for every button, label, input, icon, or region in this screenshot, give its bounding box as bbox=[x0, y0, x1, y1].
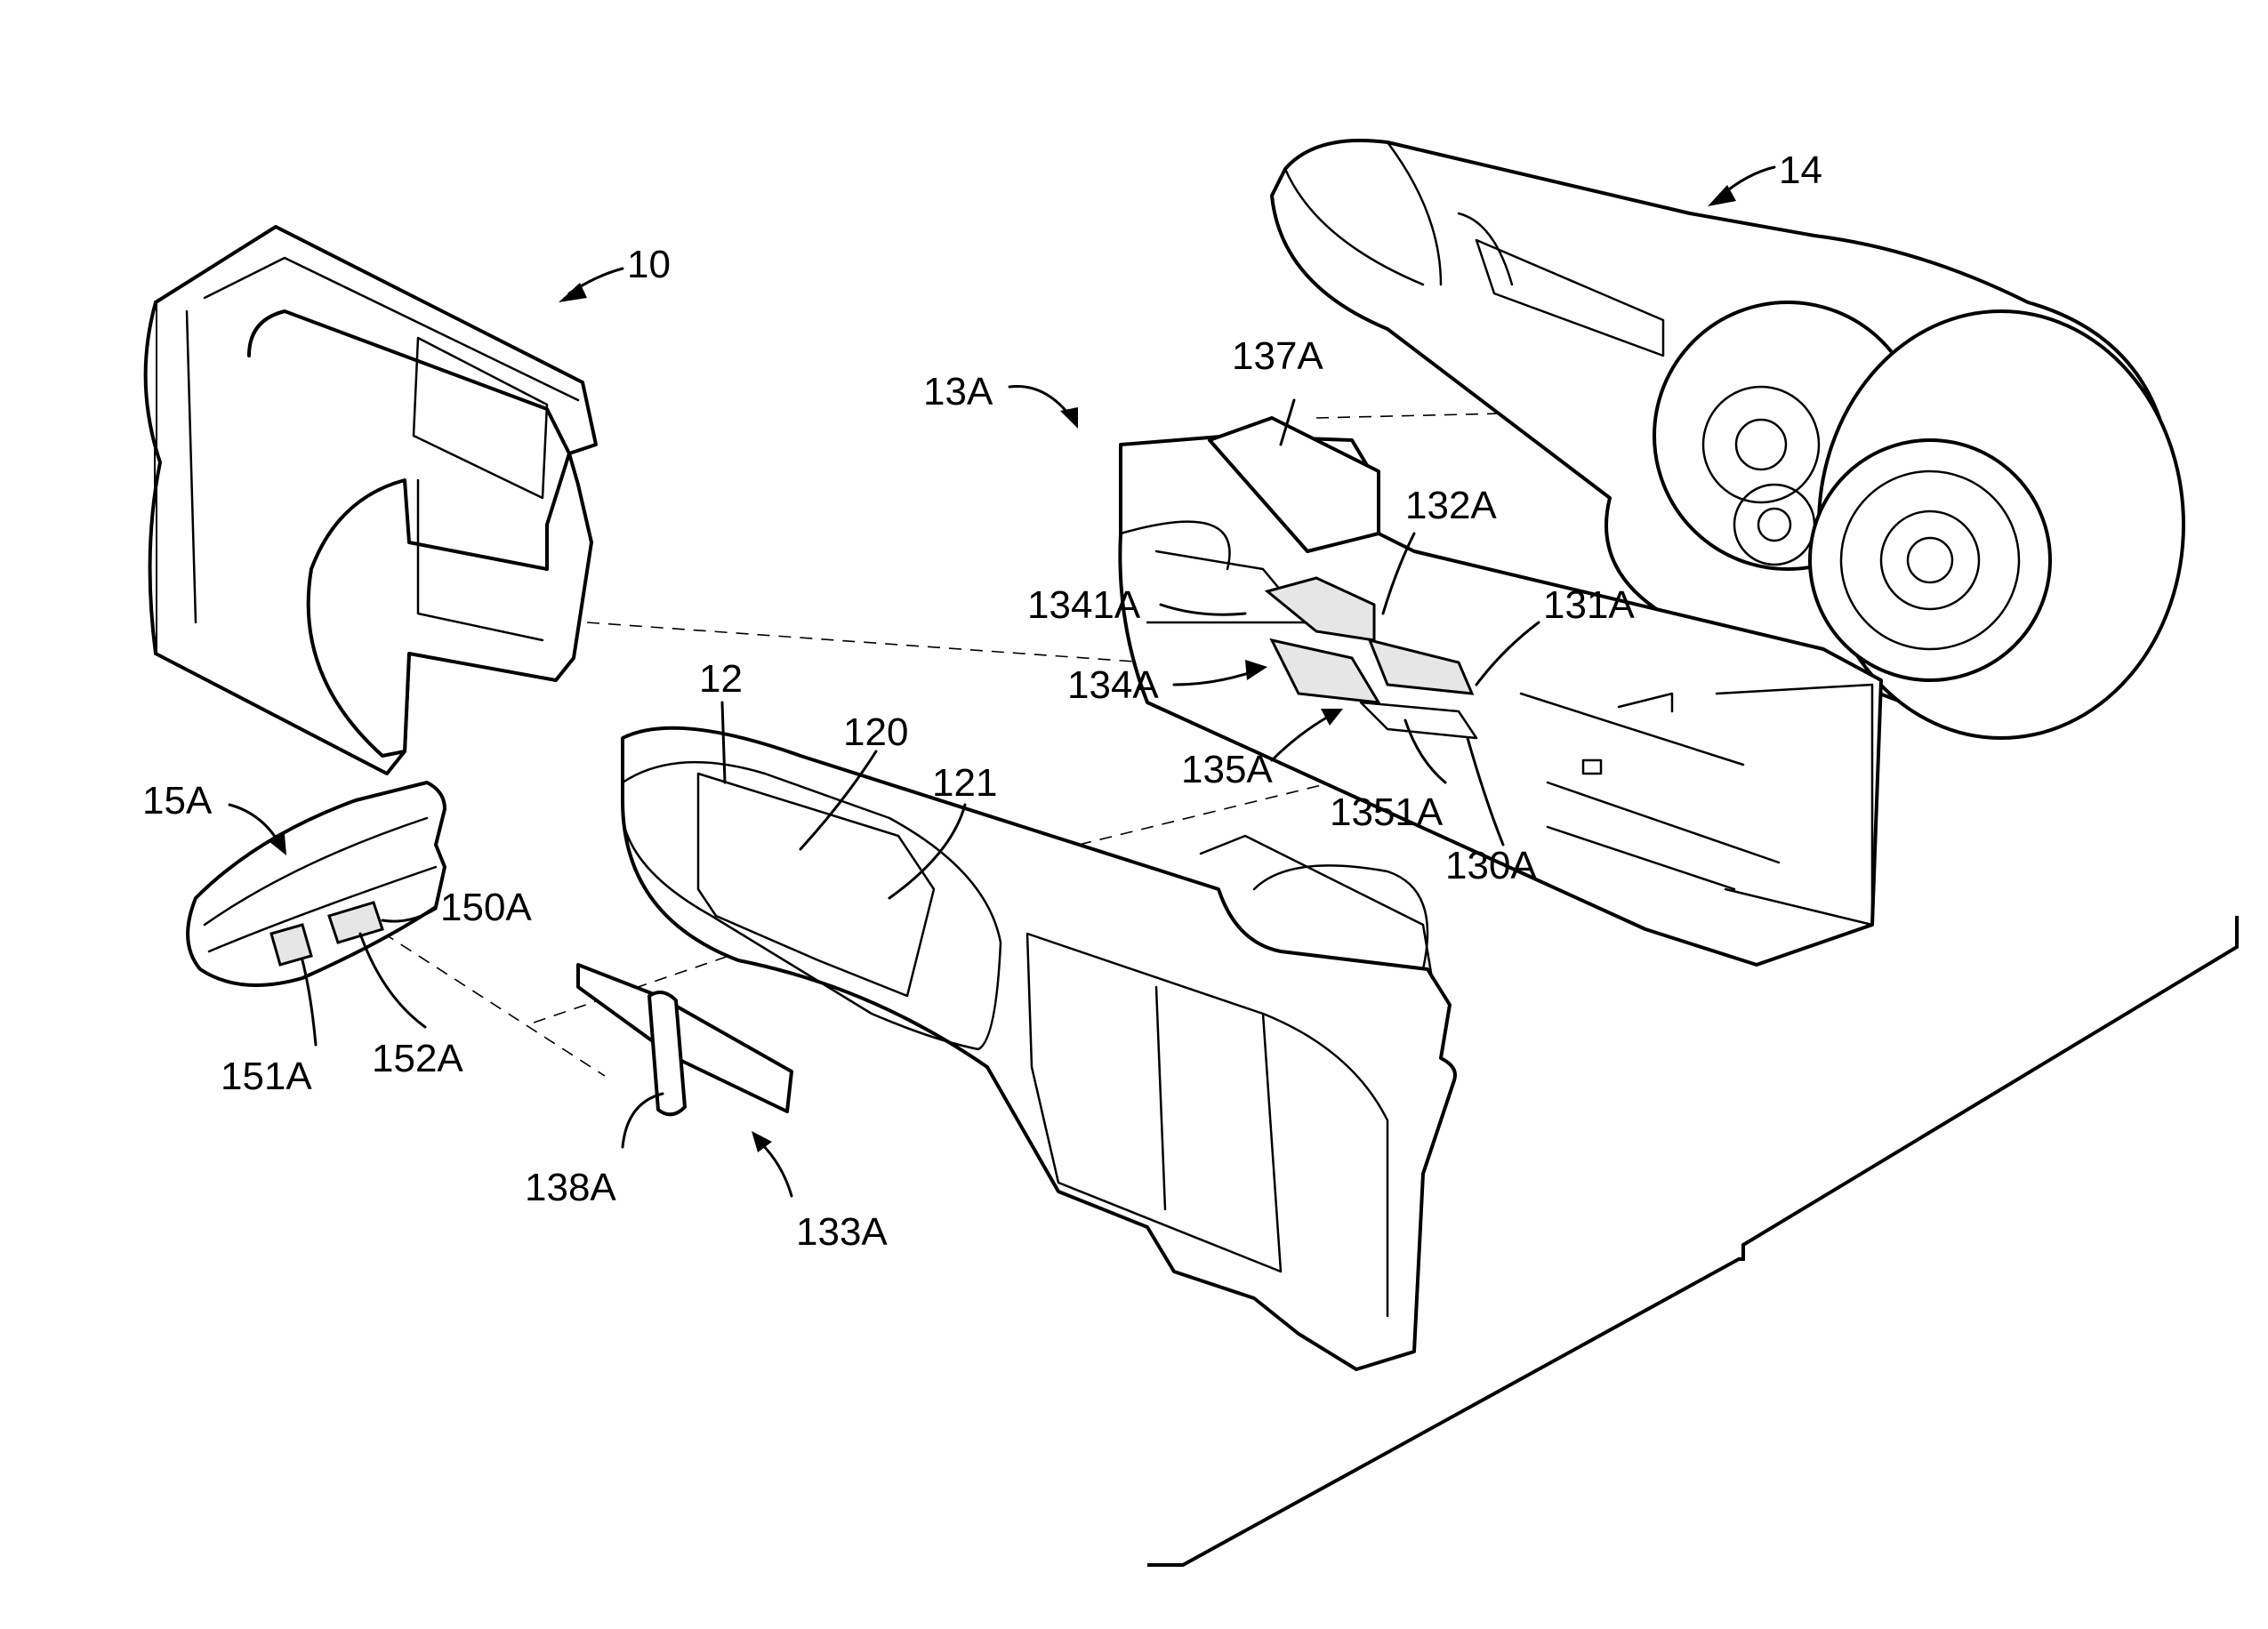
label-1351A: 1351A bbox=[1330, 790, 1444, 834]
label-13A: 13A bbox=[923, 370, 993, 413]
pin-clip-part-133A bbox=[578, 965, 792, 1114]
label-12: 12 bbox=[699, 657, 743, 701]
label-132A: 132A bbox=[1405, 484, 1497, 527]
label-121: 121 bbox=[932, 761, 997, 805]
label-14: 14 bbox=[1779, 148, 1822, 192]
label-1341A: 1341A bbox=[1027, 583, 1141, 627]
label-120: 120 bbox=[843, 710, 908, 754]
label-133A: 133A bbox=[796, 1210, 888, 1254]
housing-cover-part-10 bbox=[146, 227, 596, 774]
label-138A: 138A bbox=[525, 1166, 616, 1209]
label-137A: 137A bbox=[1232, 334, 1323, 378]
label-15A: 15A bbox=[142, 779, 213, 823]
label-130A: 130A bbox=[1445, 844, 1537, 887]
label-131A: 131A bbox=[1543, 583, 1635, 627]
label-151A: 151A bbox=[221, 1055, 312, 1098]
label-134A: 134A bbox=[1067, 663, 1159, 707]
label-152A: 152A bbox=[372, 1037, 463, 1080]
label-135A: 135A bbox=[1181, 748, 1273, 791]
label-10: 10 bbox=[627, 243, 671, 286]
end-cap-part-15A bbox=[188, 782, 445, 985]
label-150A: 150A bbox=[440, 886, 532, 929]
